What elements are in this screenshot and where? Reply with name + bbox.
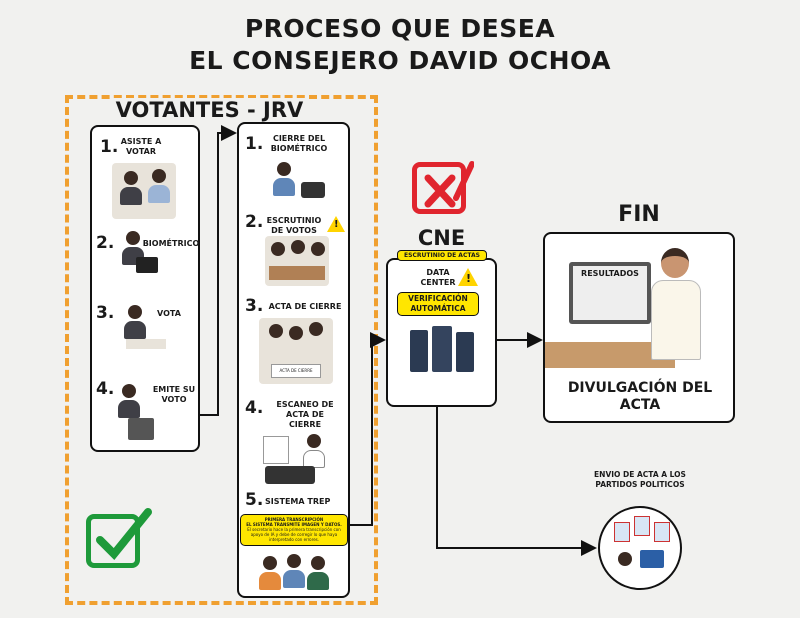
acta-sign: ACTA DE CIERRE [271,364,321,378]
step-label: VOTA [157,309,181,318]
step-label: ASISTE A VOTAR [120,137,162,156]
acta-signing-illustration: ACTA DE CIERRE [259,318,333,384]
step-label: ACTA DE CIERRE [268,302,342,311]
step-label: ESCANEO DE ACTA DE CIERRE [276,400,334,429]
trep-note-body: El secretario hace la primera transcripc… [247,527,341,542]
results-screen-label: RESULTADOS [573,266,647,320]
data-center-label: DATA CENTER [420,268,456,287]
step-number: 5. [245,490,264,510]
votantes-card: 1. ASISTE A VOTAR 2. BIOMÉTRICO 3. VOTA … [90,125,200,452]
cne-heading: CNE [417,226,466,250]
step-label: EMITE SU VOTO [152,385,196,404]
step-label: BIOMÉTRICO [142,239,200,248]
trep-note: PRIMERA TRANSCRIPCIÓN EL SISTEMA TRANSMI… [240,514,348,546]
title-line-1: PROCESO QUE DESEA [244,14,556,43]
fin-heading: FIN [618,202,660,227]
voter-arrival-illustration [112,163,176,219]
partidos-circle [598,506,682,590]
arrow-jrv-to-cne [350,332,386,526]
envio-label: ENVIO DE ACTA A LOS PARTIDOS POLITICOS [594,470,686,489]
jrv-card: 1. CIERRE DEL BIOMÉTRICO 2. ESCRUTINIO D… [237,122,350,598]
verification-badge: VERIFICACIÓN AUTOMÁTICA [397,292,479,316]
cast-vote-illustration [116,382,156,442]
step-number: 3. [96,303,115,323]
x-mark-icon [424,161,474,208]
approved-check-icon [86,514,140,568]
biometric-illustration [118,229,158,279]
results-monitor: RESULTADOS [569,262,651,324]
scanning-illustration [259,430,339,486]
biometric-close-illustration [269,160,329,206]
step-number: 3. [245,296,264,316]
trep-team-illustration [257,552,335,594]
server-rack-illustration [410,326,478,376]
step-number: 2. [96,233,115,253]
step-number: 1. [245,134,264,154]
trep-note-subtitle: EL SISTEMA TRANSMITE IMAGEN Y DATOS. [246,522,342,527]
warning-icon: ! [327,216,345,232]
trep-note-title: PRIMERA TRANSCRIPCIÓN [264,517,324,522]
arrow-cne-to-partidos [436,407,597,556]
votantes-jrv-group [65,95,378,605]
step-number: 4. [96,379,115,399]
step-label: SISTEMA TREP [265,497,331,506]
presenter-avatar [661,248,689,278]
step-label: CIERRE DEL BIOMÉTRICO [270,134,328,153]
step-number: 2. [245,212,264,232]
votantes-heading: VOTANTES - JRV [112,98,307,122]
counting-illustration [265,236,329,286]
cne-badge: ESCRUTINIO DE ACTAS [397,250,487,261]
voting-illustration [120,303,170,351]
presenter-body [651,280,701,360]
warning-icon: ! [458,268,478,286]
fin-card: RESULTADOS DIVULGACIÓN DEL ACTA [543,232,735,423]
step-label: ESCRUTINIO DE VOTOS [266,216,322,235]
check-mark-icon [96,508,152,560]
step-number: 4. [245,398,264,418]
step-number: 1. [100,137,119,157]
title-line-2: EL CONSEJERO DAVID OCHOA [189,46,611,75]
arrow-votantes-to-jrv [200,125,237,416]
fin-caption: DIVULGACIÓN DEL ACTA [567,380,713,413]
